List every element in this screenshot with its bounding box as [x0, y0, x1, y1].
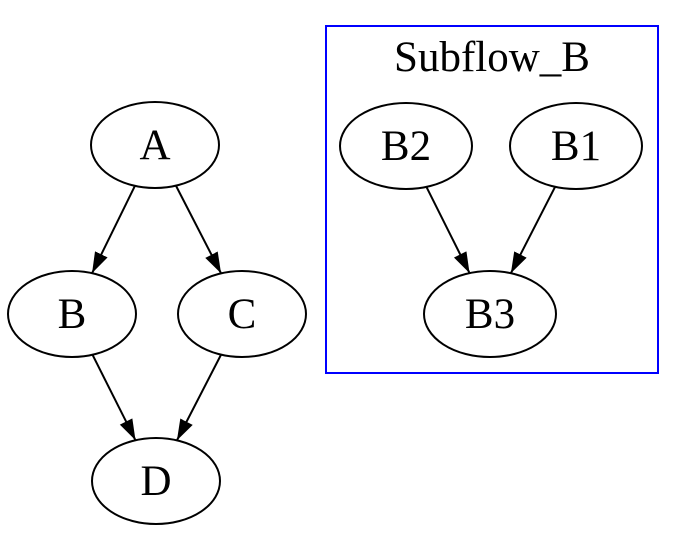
node-A-label: A	[139, 122, 170, 169]
edge-C-D	[176, 354, 222, 441]
node-B3-label: B3	[465, 291, 515, 338]
cluster-layer: Subflow_B	[325, 25, 659, 374]
node-A	[90, 101, 220, 189]
node-D	[91, 437, 221, 525]
cluster-label: Subflow_B	[394, 34, 590, 81]
edge-B2-B3	[425, 186, 471, 274]
edges-layer	[91, 185, 557, 441]
cluster-subflow-border	[325, 25, 659, 374]
edge-B1-B3	[509, 186, 557, 274]
node-B	[7, 270, 137, 358]
node-B2	[339, 102, 473, 190]
node-D-label: D	[140, 458, 171, 505]
node-B1	[509, 102, 643, 190]
node-B3	[423, 270, 557, 358]
node-B-label: B	[58, 291, 87, 338]
node-B1-label: B1	[551, 123, 601, 170]
edge-B-D	[91, 354, 137, 441]
node-B2-label: B2	[381, 123, 431, 170]
edge-A-B	[91, 185, 136, 274]
edge-A-C	[175, 185, 222, 274]
node-C-label: C	[228, 291, 257, 338]
node-C	[177, 270, 307, 358]
